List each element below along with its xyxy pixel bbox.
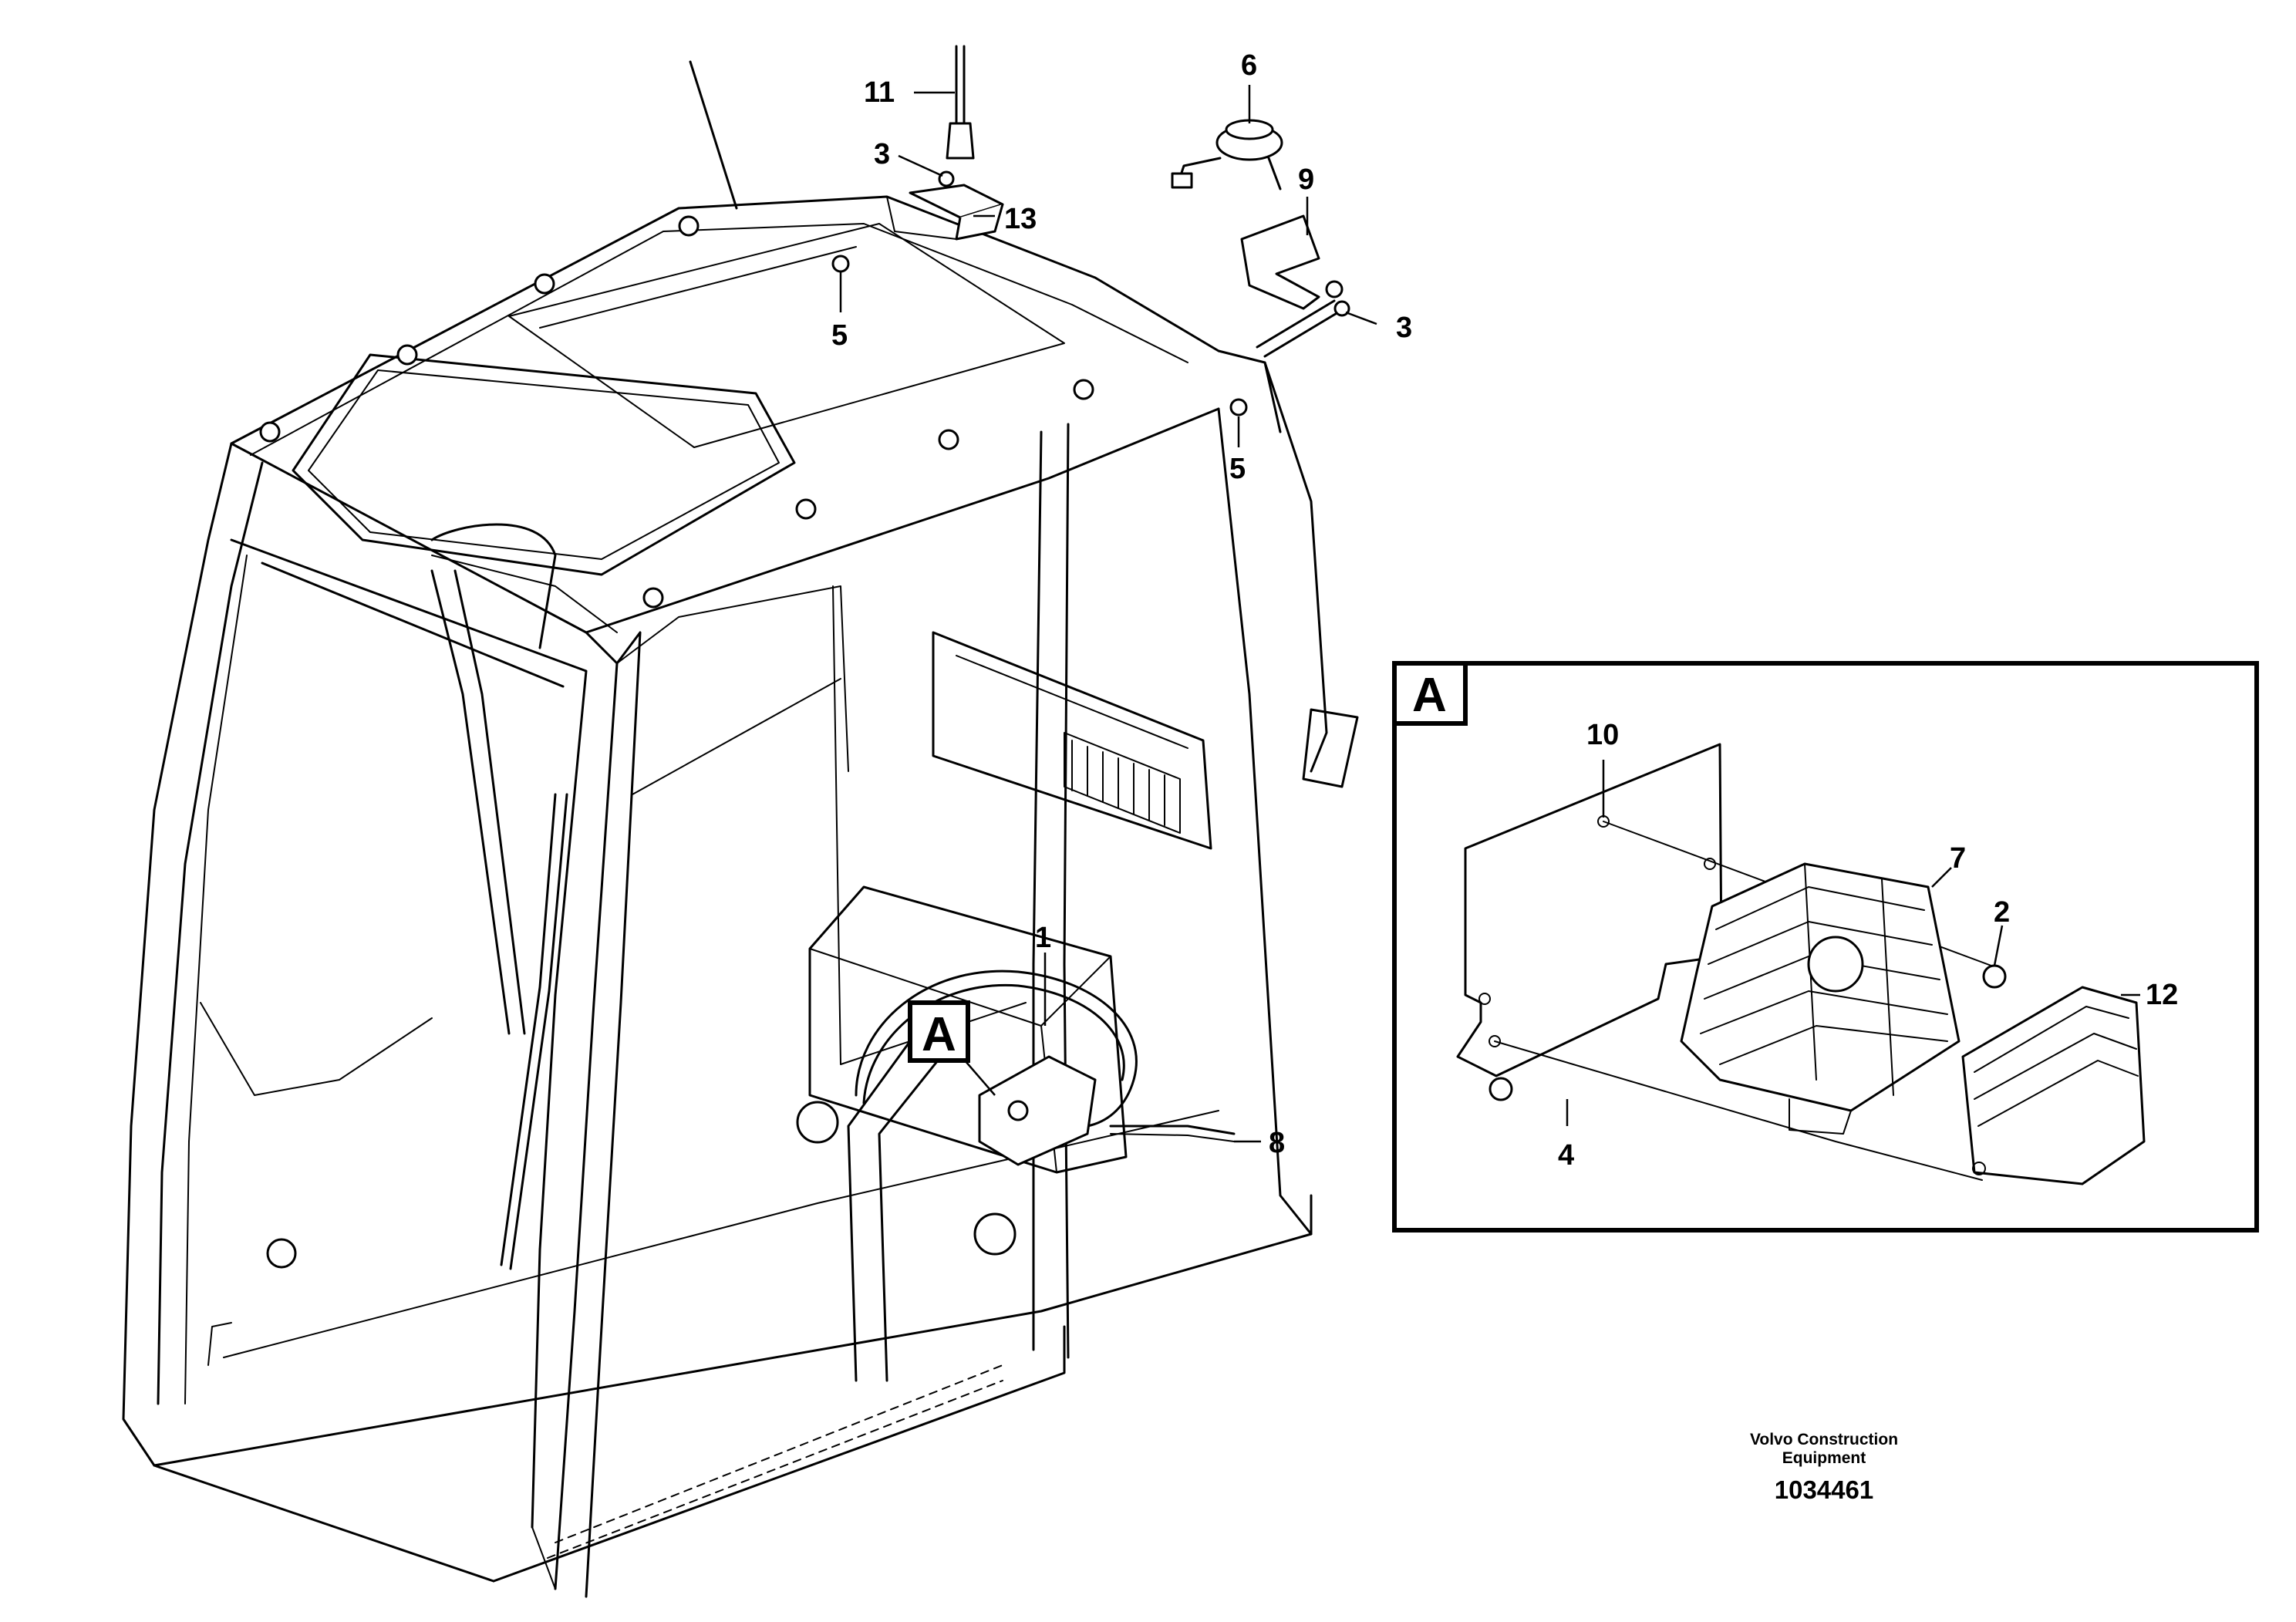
document-number: 1034461	[1775, 1475, 1873, 1504]
callout-10: 10	[1586, 719, 1619, 751]
caption-line-2: Equipment	[1782, 1449, 1866, 1467]
antenna-assembly	[831, 45, 1004, 273]
callout-6: 6	[1241, 49, 1257, 82]
callout-5-right: 5	[1229, 453, 1246, 485]
callout-7: 7	[1950, 842, 1966, 875]
callout-13: 13	[1004, 203, 1037, 235]
detail-a-inset	[1392, 661, 2259, 1233]
callout-2: 2	[1994, 896, 2010, 929]
callout-9: 9	[1298, 164, 1314, 196]
caption-line-1: Volvo Construction	[1750, 1431, 1898, 1448]
detail-a-tag-main: A	[922, 1008, 956, 1061]
callout-3-top: 3	[874, 138, 890, 170]
callout-5-top: 5	[831, 319, 848, 352]
callout-4: 4	[1558, 1139, 1574, 1172]
detail-a-tag-inset: A	[1412, 669, 1447, 722]
callout-11: 11	[864, 76, 895, 109]
leader-lines	[839, 85, 2140, 1143]
callout-3-right: 3	[1396, 312, 1412, 344]
beacon-assembly	[1171, 119, 1350, 416]
callout-12: 12	[2146, 979, 2178, 1011]
callout-1: 1	[1035, 922, 1051, 954]
callout-8: 8	[1269, 1127, 1285, 1159]
cab-frame	[122, 60, 1359, 1598]
detail-a-tag-box	[908, 1000, 970, 1063]
